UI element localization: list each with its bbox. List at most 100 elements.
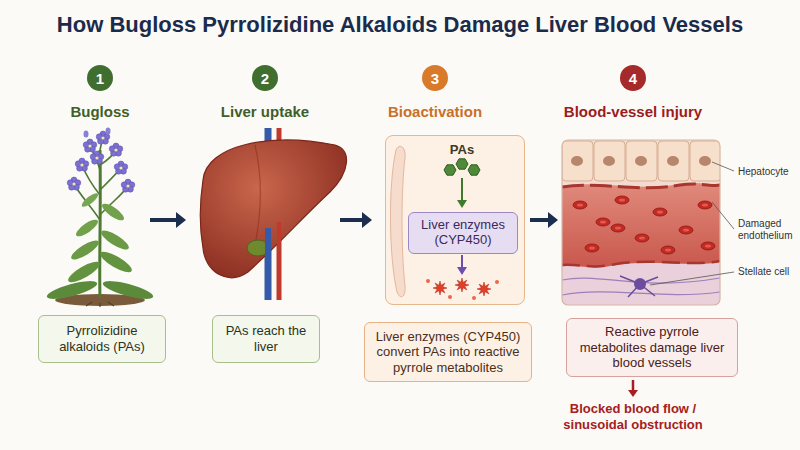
bugloss-plant: [109, 143, 123, 156]
step-number: 4: [620, 65, 646, 91]
bioactivation-art: [461, 178, 463, 202]
box-text: Pyrrolizidine alkaloids (PAs): [45, 323, 159, 354]
tissue-illustration: [634, 278, 646, 290]
tissue-illustration: [626, 141, 657, 181]
step-box: PAs reach the liver: [212, 315, 320, 363]
step-heading: Blood-vessel injury: [548, 103, 718, 121]
bugloss-plant: [66, 258, 103, 286]
tissue-illustration: [635, 156, 647, 166]
flow-arrow: [530, 218, 550, 222]
flow-arrow: [340, 218, 364, 222]
panel-heading: PAs: [386, 142, 524, 157]
outcome-arrow: [628, 380, 638, 397]
tissue-illustration: [658, 141, 689, 181]
title-bar: How Bugloss Pyrrolizidine Alkaloids Dama…: [0, 12, 800, 38]
bugloss-plant: [90, 151, 104, 164]
tissue-illustration: [562, 140, 720, 305]
tissue-illustration: [571, 156, 583, 166]
tissue-illustration: [615, 196, 629, 204]
bioactivation-art: [390, 146, 405, 297]
bugloss-plant: [99, 227, 131, 252]
bugloss-plant: [69, 237, 101, 262]
bioactivation-art: [457, 200, 467, 208]
step-number-text: 1: [96, 70, 104, 87]
tissue-illustration: [562, 184, 720, 188]
box-text: Liver enzymes (CYP450) convert PAs into …: [371, 329, 525, 376]
leader-line: [712, 202, 734, 229]
bioactivation-art: [468, 165, 480, 175]
step-number-text: 3: [431, 70, 439, 87]
step-number: 3: [422, 65, 448, 91]
bioactivation-art: [477, 282, 491, 296]
tissue-illustration: [701, 242, 715, 250]
part-label: Damaged endothelium: [738, 218, 796, 242]
tissue-illustration: [562, 183, 720, 267]
bugloss-plant: [84, 131, 89, 138]
tissue-illustration: [699, 156, 711, 166]
part-label: Hepatocyte: [738, 166, 796, 178]
tissue-illustration: [573, 201, 587, 209]
bugloss-plant: [80, 191, 100, 209]
tissue-illustration: [661, 246, 675, 254]
tissue-illustration: [562, 140, 720, 305]
liver-illustration: [265, 228, 271, 262]
step-number: 1: [87, 65, 113, 91]
step-number: 2: [252, 65, 278, 91]
bugloss-plant: [45, 128, 154, 308]
bioactivation-panel: PAsLiver enzymes (CYP450): [385, 135, 525, 305]
step-box: Pyrrolizidine alkaloids (PAs): [38, 315, 166, 363]
tissue-illustration: [679, 226, 693, 234]
liver-illustration: [277, 222, 281, 262]
bioactivation-art: [385, 135, 525, 305]
tissue-illustration: [620, 276, 658, 297]
flow-arrow: [362, 212, 372, 228]
flow-arrow: [548, 212, 558, 228]
bugloss-plant: [86, 302, 114, 307]
bugloss-plant: [98, 248, 135, 276]
bugloss-plant: [100, 201, 126, 223]
box-text: Reactive pyrrole metabolites damage live…: [573, 324, 731, 371]
tissue-illustration: [562, 140, 720, 305]
step-box: Reactive pyrrole metabolites damage live…: [566, 318, 738, 377]
step-heading: Bugloss: [40, 103, 160, 121]
bugloss-plant: [101, 277, 154, 302]
bioactivation-art: [461, 255, 463, 268]
bioactivation-art: [495, 280, 499, 284]
bugloss-plant: [74, 138, 128, 220]
tissue-illustration: [562, 261, 720, 266]
tissue-illustration: [690, 141, 720, 181]
box-text: PAs reach the liver: [219, 323, 313, 354]
bugloss-plant: [67, 177, 81, 190]
bugloss-plant: [114, 161, 128, 174]
bioactivation-art: [433, 281, 447, 295]
tissue-illustration: [596, 218, 610, 226]
bioactivation-art: [385, 135, 525, 305]
tissue-illustration: [594, 141, 625, 181]
tissue-illustration: [611, 224, 625, 232]
bioactivation-art: [444, 165, 456, 175]
bioactivation-art: [456, 159, 468, 169]
liver-illustration: [200, 128, 346, 300]
tissue-illustration: [667, 156, 679, 166]
bugloss-plant: [98, 150, 102, 298]
flow-arrow: [176, 212, 186, 228]
tissue-illustration: [585, 244, 599, 252]
tissue-illustration: [698, 201, 712, 209]
bugloss-plant: [74, 217, 100, 239]
tissue-illustration: [603, 156, 615, 166]
tissue-illustration: [562, 278, 720, 295]
bioactivation-art: [457, 267, 467, 275]
bugloss-plant: [106, 128, 111, 135]
step-number-text: 4: [629, 70, 637, 87]
liver-illustration: [255, 145, 260, 245]
bugloss-plant: [75, 158, 89, 171]
flow-arrow: [150, 218, 178, 222]
bioactivation-art: [426, 279, 430, 283]
bioactivation-art: [455, 278, 469, 292]
bioactivation-art: [448, 295, 452, 299]
bioactivation-art: [472, 296, 476, 300]
outcome-arrow: [628, 390, 638, 397]
box-text: Liver enzymes (CYP450): [415, 218, 511, 248]
